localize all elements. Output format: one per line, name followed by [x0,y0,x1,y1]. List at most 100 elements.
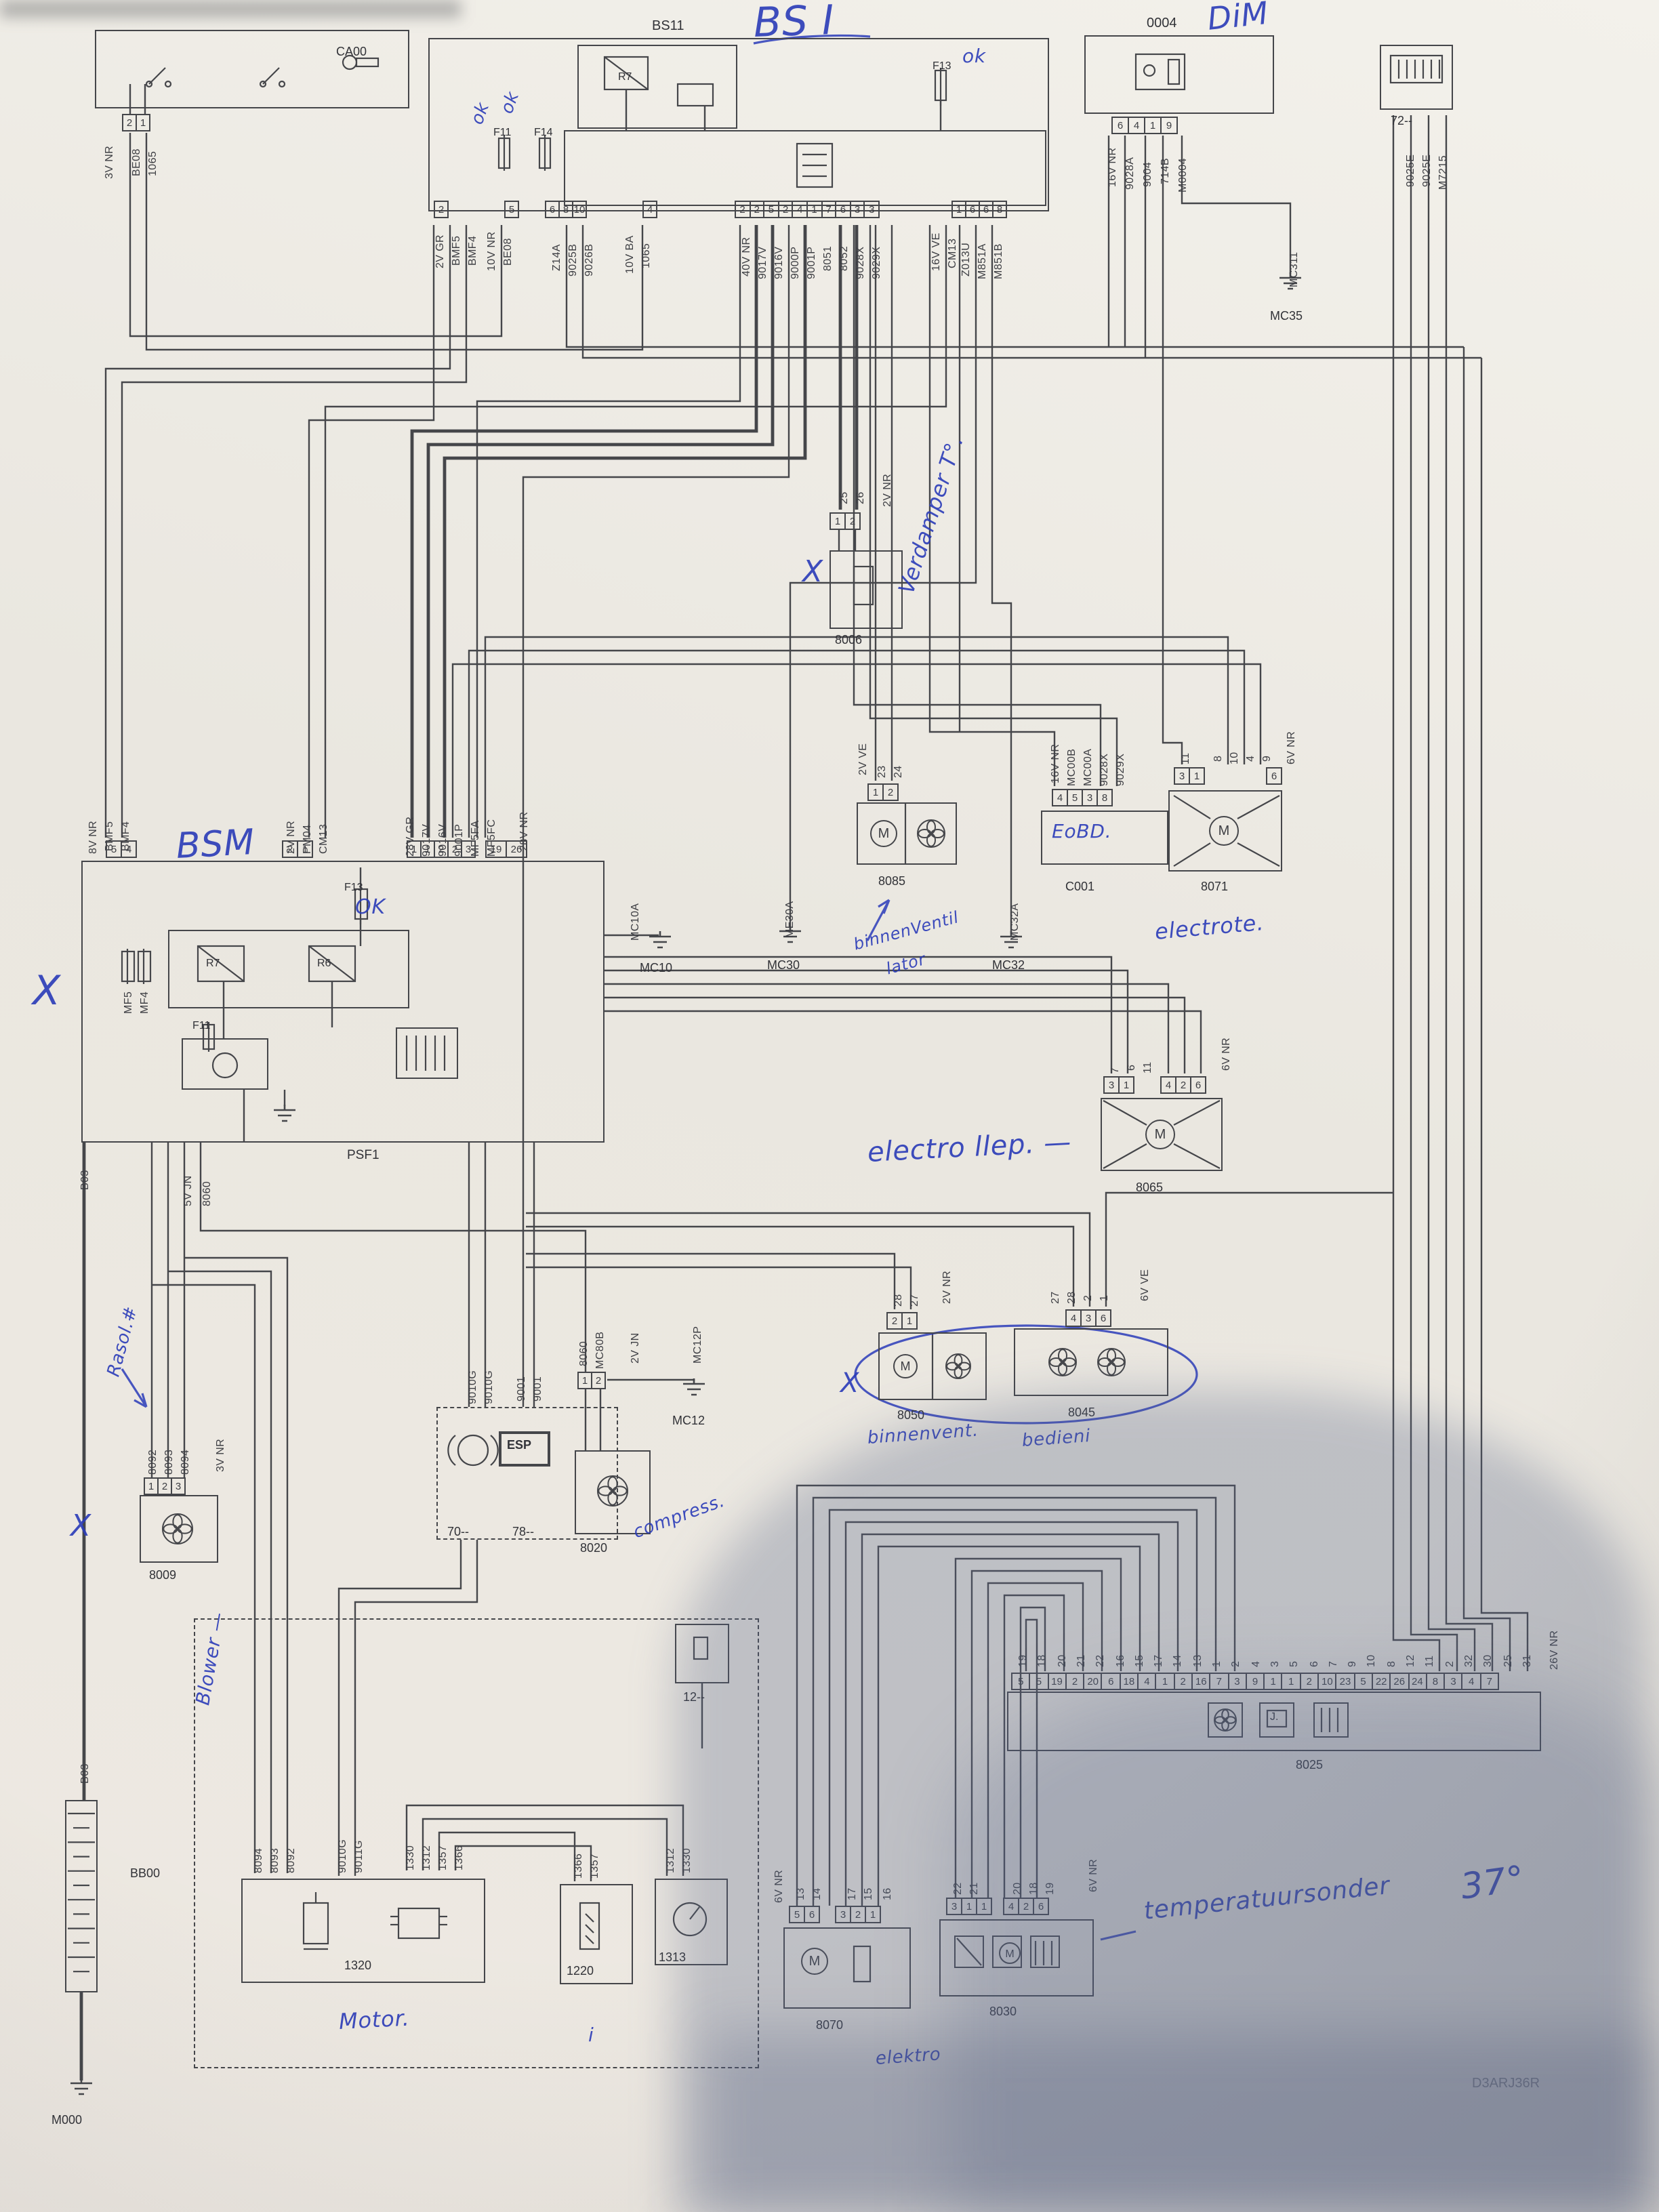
component-label: 72-- [1391,114,1413,127]
wire-label: 1366 [453,1845,465,1870]
pin-cell: 2 [434,201,449,218]
wire [605,956,1113,1073]
pin-cell: 8 [992,201,1007,218]
wire-label: 8092 [285,1847,297,1873]
pin-cell: 8 [558,201,573,218]
wire-label: 27 [908,1294,920,1307]
wire [1003,1594,1065,1898]
wire-label: MC12P [691,1326,703,1364]
pin-cell: 1 [806,201,823,218]
wire [468,649,1246,838]
component-label: F14 [534,126,553,138]
wire-label: 8092 [146,1449,159,1475]
fan-unit-8045 [1014,1328,1168,1396]
pin-cell: 2 [1299,1673,1319,1690]
wire-label: 9028A [1124,157,1136,190]
wire [104,225,451,838]
bsi-unit [428,38,1049,211]
pin-cell: 5 [106,840,122,858]
connector-pins: 5 [504,201,519,218]
pin-cell: 6 [1033,1898,1049,1915]
wire [145,133,644,351]
pin-cell: 5 [763,201,779,218]
evaporator-sensor-8006 [830,550,903,629]
wire-label: B03 [79,1763,91,1784]
pin-cell: 1 [1189,767,1205,785]
handwritten-note: X [70,1510,91,1544]
wire-label: 2V GR [434,234,446,268]
wire-label: 9 [1346,1660,1359,1667]
wire [869,225,1118,786]
wire [1462,347,1511,1671]
handwritten-note: X [840,1366,860,1399]
wire-label: 2V NR [941,1270,953,1304]
pen-marks [121,34,1198,1941]
wire-label: MF4 [138,991,150,1014]
component-label: M000 [52,2113,83,2127]
component-label: R7 [618,70,632,83]
pin-cell: 26 [506,840,527,858]
component-label: 1320 [344,1959,372,1972]
wire [121,225,468,838]
wire [796,1484,1236,1906]
motor-icon: M [801,1948,828,1975]
wire-label: 40V NR [740,237,752,276]
motor-8065 [1101,1098,1223,1171]
wire-label: 4 [1249,1660,1262,1667]
pin-cell: 2 [1018,1898,1034,1915]
wire [1445,115,1494,1671]
unit-8030 [939,1919,1094,1996]
wire-label: 9028X [854,246,866,279]
wire-label: MC32A [1008,903,1021,941]
wire-label: 6V NR [1087,1858,1099,1892]
pin-cell: 1 [1263,1673,1283,1690]
wire [438,1831,576,1881]
icon-box [1313,1702,1349,1738]
component-label: 12-- [683,1690,705,1704]
wire [607,1378,695,1381]
wire-label: 1330 [680,1847,693,1873]
unit-0004 [1084,35,1274,114]
pin-cell: 3 [849,201,865,218]
pin-cell: 1 [901,1312,918,1330]
blower-8009 [140,1495,218,1563]
wire-label: 22 [951,1882,964,1895]
wire-label: 8 [1385,1660,1397,1667]
wire [877,1545,1141,1906]
pin-cell: 7 [821,201,837,218]
wire-label: 27 [1049,1291,1061,1304]
wire-label: 13 [1191,1654,1204,1667]
pin-cell: 19 [1047,1673,1067,1690]
pin-cell: 4 [642,201,657,218]
pin-cell: 1 [420,840,435,858]
wire-label: M851B [992,243,1004,279]
pin-cell: 2 [850,1906,866,1923]
pin-cell: 24 [1408,1673,1427,1690]
wire [605,983,1170,1073]
pin-cell: 4 [1065,1309,1082,1327]
wire [324,225,947,838]
bsi-output-area [564,130,1046,206]
wire-label: CM13 [317,823,329,854]
wire-label: 6V VE [1139,1269,1151,1301]
pin-cell: 2 [282,840,298,858]
pin-cell: 1 [951,201,966,218]
pin-cell: 8 [1425,1673,1446,1690]
fan-icon [1048,1348,1077,1376]
component-label: 8006 [835,633,863,647]
wire-label: 17 [1152,1654,1165,1667]
component-label: 8045 [1068,1406,1096,1419]
pin-cell: 4 [121,840,137,858]
wire [828,1509,1198,1906]
wire-label: 8060 [577,1340,590,1366]
wire [526,1225,1075,1307]
component-label: C001 [1065,880,1095,893]
motor-8071 [1168,790,1282,872]
component-label: 0004 [1147,16,1177,31]
wire [1162,136,1183,764]
